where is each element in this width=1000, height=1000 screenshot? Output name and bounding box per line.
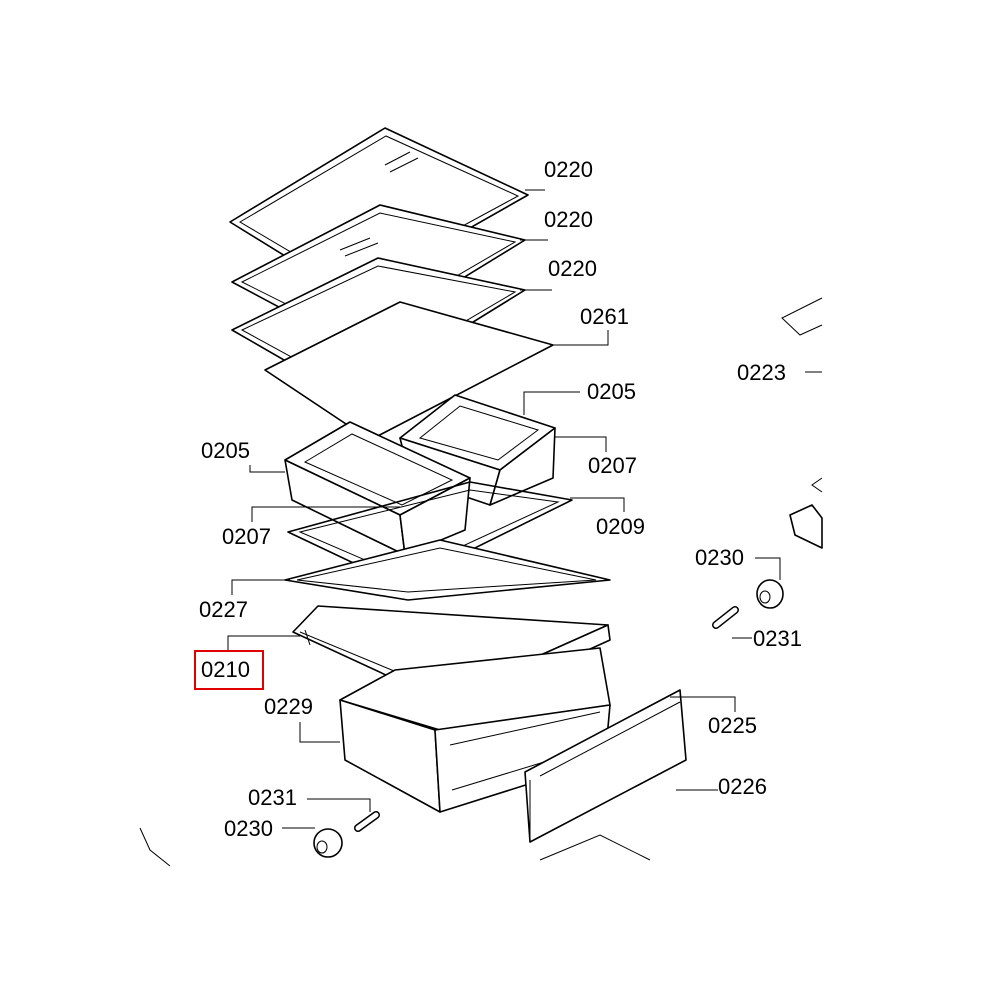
drawer-edge [539,834,651,861]
label-0220-middle[interactable]: 0220 [544,207,593,232]
label-0229[interactable]: 0229 [264,694,313,719]
label-0230-left[interactable]: 0230 [224,816,273,841]
label-0207-right[interactable]: 0207 [588,453,637,478]
label-0210[interactable]: 0210 [201,657,250,682]
bottom-left-part [139,827,171,867]
label-0226[interactable]: 0226 [718,774,767,799]
label-0220-bottom[interactable]: 0220 [548,256,597,281]
highlight-box [194,650,264,690]
label-0223[interactable]: 0223 [737,360,786,385]
label-0231-left[interactable]: 0231 [248,785,297,810]
label-0227[interactable]: 0227 [199,597,248,622]
label-0205-left[interactable]: 0205 [201,438,250,463]
label-0207-left[interactable]: 0207 [222,524,271,549]
front-panel[interactable] [524,689,687,843]
label-0209[interactable]: 0209 [596,514,645,539]
pin-left[interactable] [354,811,380,832]
label-0220-top[interactable]: 0220 [544,157,593,182]
label-0261[interactable]: 0261 [580,304,629,329]
glass-cover[interactable] [284,539,611,601]
pin-right[interactable] [712,606,739,629]
label-0225[interactable]: 0225 [708,713,757,738]
label-0205-right[interactable]: 0205 [587,379,636,404]
label-0230-right[interactable]: 0230 [695,545,744,570]
label-0231-right[interactable]: 0231 [753,626,802,651]
leader-lines [227,189,822,829]
roller-left[interactable] [313,828,343,858]
side-part-0223[interactable] [781,297,823,549]
roller-right[interactable] [756,579,784,609]
